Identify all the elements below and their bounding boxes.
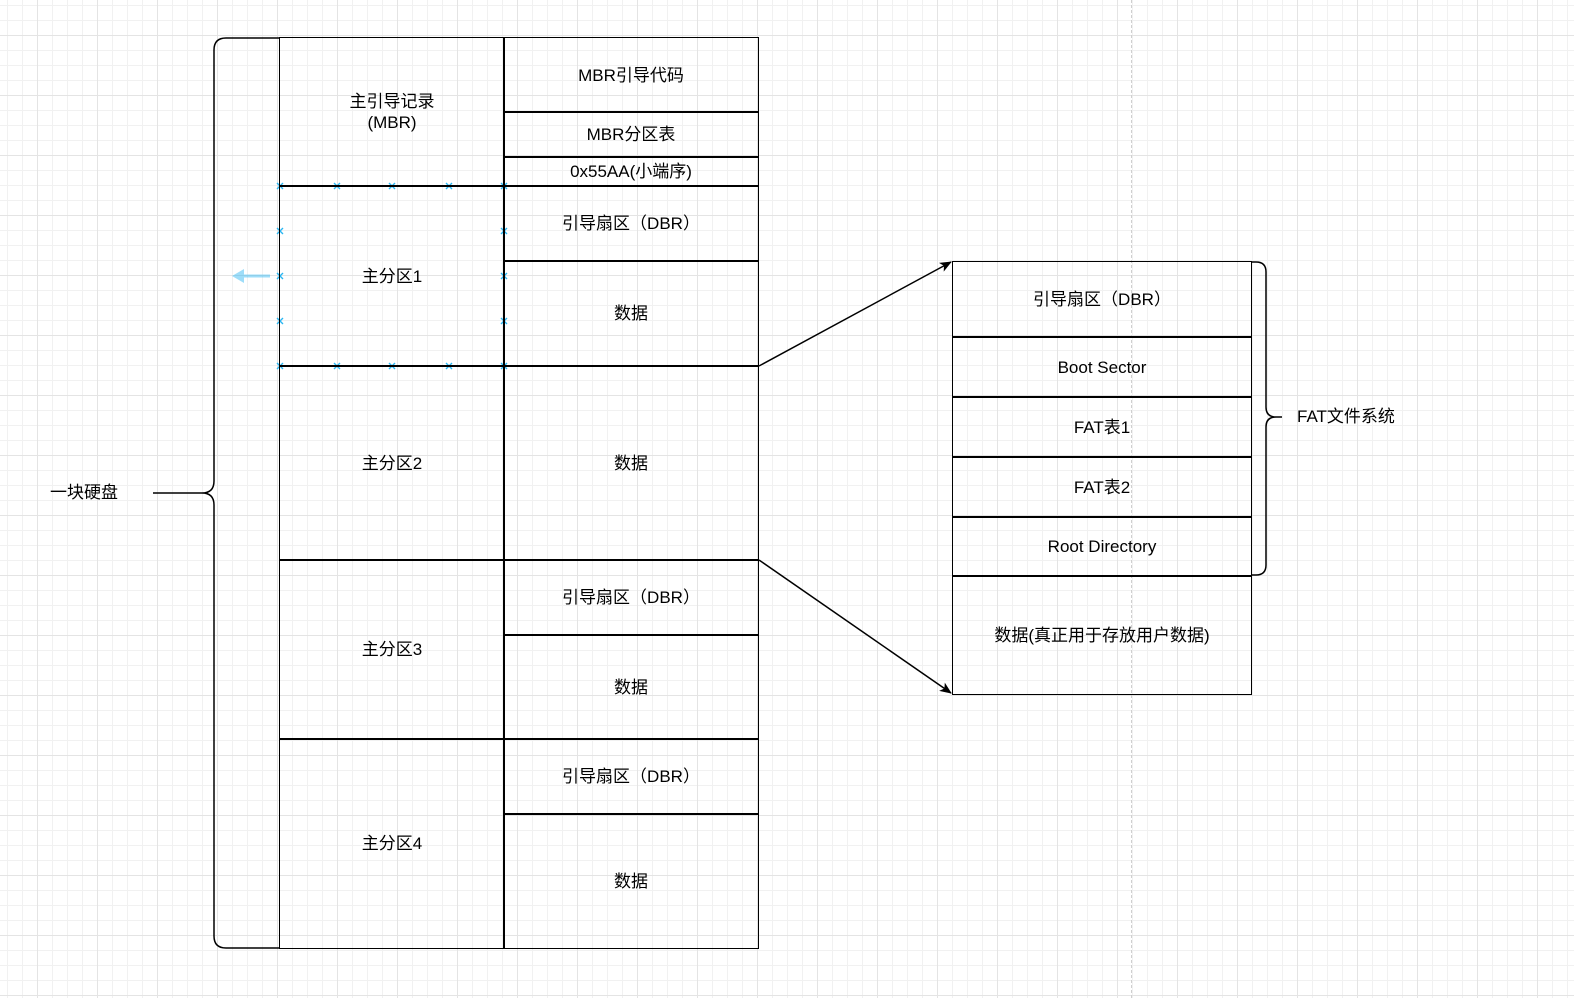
fat-boot-sector[interactable]: Boot Sector bbox=[952, 336, 1252, 398]
primary-partition-3[interactable]: 主分区3 bbox=[279, 559, 505, 740]
page-guide-line bbox=[1131, 0, 1132, 998]
partition-1-dbr[interactable]: 引导扇区（DBR） bbox=[503, 185, 759, 262]
partition-3-dbr[interactable]: 引导扇区（DBR） bbox=[503, 559, 759, 636]
primary-partition-2[interactable]: 主分区2 bbox=[279, 365, 505, 561]
selection-move-arrow bbox=[232, 269, 270, 283]
fat-table-1[interactable]: FAT表1 bbox=[952, 396, 1252, 458]
fat-file-system-label: FAT文件系统 bbox=[1297, 407, 1395, 426]
arrow-to-fat-top bbox=[758, 261, 952, 367]
mbr-block[interactable]: 主引导记录 (MBR) bbox=[279, 37, 505, 187]
mbr-signature[interactable]: 0x55AA(小端序) bbox=[503, 156, 759, 187]
mbr-partition-table[interactable]: MBR分区表 bbox=[503, 111, 759, 158]
mbr-boot-code[interactable]: MBR引导代码 bbox=[503, 37, 759, 113]
disk-brace bbox=[201, 37, 279, 949]
fat-user-data[interactable]: 数据(真正用于存放用户数据) bbox=[952, 575, 1252, 695]
arrow-to-fat-bottom bbox=[758, 559, 952, 694]
fat-table-2[interactable]: FAT表2 bbox=[952, 456, 1252, 518]
fat-dbr[interactable]: 引导扇区（DBR） bbox=[952, 261, 1252, 338]
fat-brace bbox=[1252, 261, 1277, 576]
partition-2-data[interactable]: 数据 bbox=[503, 365, 759, 561]
fat-root-directory[interactable]: Root Directory bbox=[952, 516, 1252, 577]
disk-label: 一块硬盘 bbox=[50, 483, 118, 502]
partition-1-data[interactable]: 数据 bbox=[503, 260, 759, 367]
primary-partition-4[interactable]: 主分区4 bbox=[279, 738, 505, 949]
partition-3-data[interactable]: 数据 bbox=[503, 634, 759, 740]
partition-4-dbr[interactable]: 引导扇区（DBR） bbox=[503, 738, 759, 815]
partition-4-data[interactable]: 数据 bbox=[503, 813, 759, 949]
primary-partition-1[interactable]: 主分区1 bbox=[279, 185, 505, 367]
